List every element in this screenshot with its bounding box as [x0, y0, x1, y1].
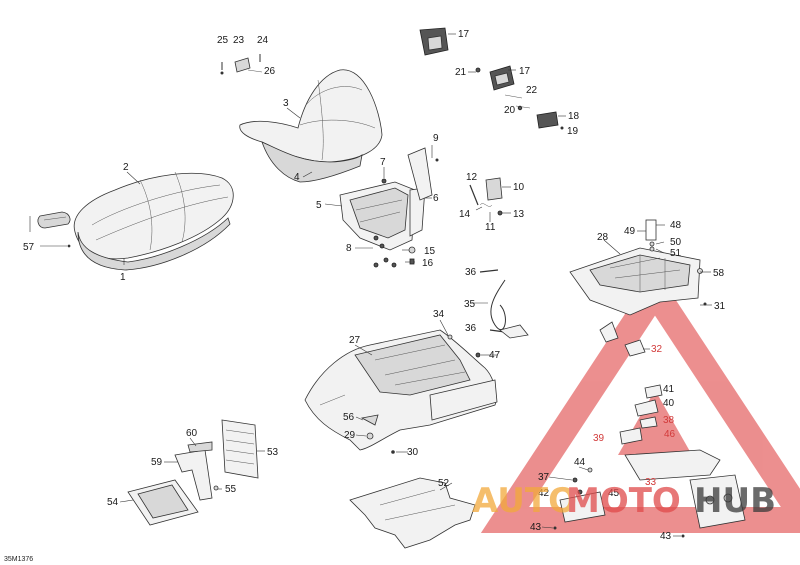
label-42: 42 [538, 488, 550, 499]
cable-35 [470, 269, 529, 358]
label-28: 28 [597, 232, 609, 243]
label-59: 59 [151, 457, 163, 468]
label-10: 10 [513, 182, 525, 193]
label-22: 22 [526, 85, 538, 96]
label-60: 60 [186, 428, 198, 439]
label-leaders [119, 224, 712, 537]
seat-latch [469, 177, 511, 222]
label-58: 58 [713, 268, 725, 279]
label-48: 48 [670, 220, 682, 231]
label-51: 51 [670, 248, 682, 259]
watermark-text: AUTO MOTO HUB [472, 481, 776, 521]
handle-17 [419, 27, 566, 130]
label-41: 41 [663, 384, 675, 395]
label-25: 25 [217, 35, 229, 46]
label-14: 14 [459, 209, 471, 220]
label-49: 49 [624, 226, 636, 237]
label-37: 37 [538, 472, 550, 483]
label-52: 52 [438, 478, 450, 489]
figure-id: 35M1376 [4, 556, 33, 563]
label-24: 24 [257, 35, 269, 46]
label-15: 15 [424, 246, 436, 257]
label-12: 12 [466, 172, 478, 183]
mat-52 [349, 477, 476, 549]
label-17b: 17 [519, 66, 531, 77]
watermark-word-hub: HUB [694, 481, 776, 521]
bracket-9 [407, 145, 439, 201]
label-56: 56 [343, 412, 355, 423]
label-36b: 36 [465, 323, 477, 334]
label-30: 30 [407, 447, 419, 458]
label-9: 9 [433, 133, 439, 144]
label-21: 21 [455, 67, 467, 78]
label-27: 27 [349, 335, 361, 346]
label-45: 45 [608, 488, 620, 499]
part-labels: 1 2 3 4 5 6 7 8 9 10 11 12 13 14 15 16 1… [23, 29, 726, 542]
frame-54 [127, 479, 199, 526]
label-33: 33 [645, 477, 657, 488]
label-55: 55 [225, 484, 237, 495]
label-13: 13 [513, 209, 525, 220]
label-11: 11 [485, 222, 496, 233]
label-7: 7 [380, 157, 386, 168]
seat-base-tub [339, 181, 426, 268]
small-bracket-23 [220, 54, 263, 75]
watermark-word-auto: AUTO [472, 481, 577, 521]
label-43a: 43 [530, 522, 542, 533]
label-46: 46 [664, 429, 676, 440]
label-2: 2 [123, 162, 129, 173]
label-16: 16 [422, 258, 434, 269]
label-1: 1 [120, 272, 126, 283]
label-35: 35 [464, 299, 476, 310]
label-31: 31 [714, 301, 726, 312]
label-29: 29 [344, 430, 356, 441]
label-36a: 36 [465, 267, 477, 278]
label-53: 53 [267, 447, 279, 458]
label-3: 3 [283, 98, 289, 109]
watermark-word-moto: MOTO [566, 481, 681, 521]
label-32: 32 [651, 344, 663, 355]
label-34: 34 [433, 309, 445, 320]
bracket-59 [174, 441, 219, 501]
label-4: 4 [294, 172, 300, 183]
label-18: 18 [568, 111, 580, 122]
label-47: 47 [489, 350, 501, 361]
seat-main [37, 171, 234, 271]
label-26: 26 [264, 66, 276, 77]
vent-53 [221, 419, 259, 479]
label-57: 57 [23, 242, 35, 253]
label-40: 40 [663, 398, 675, 409]
label-38: 38 [663, 415, 675, 426]
label-17a: 17 [458, 29, 470, 40]
label-8: 8 [346, 243, 352, 254]
label-20: 20 [504, 105, 516, 116]
seat-rear [239, 69, 383, 183]
latch-assembly [553, 321, 746, 538]
label-39: 39 [593, 433, 605, 444]
label-44: 44 [574, 457, 586, 468]
small-parts-29-30-56 [360, 414, 395, 454]
label-19: 19 [567, 126, 579, 137]
rear-tub-27 [304, 329, 498, 451]
label-6: 6 [433, 193, 439, 204]
label-50: 50 [670, 237, 682, 248]
label-5: 5 [316, 200, 322, 211]
rack-28 [569, 219, 707, 316]
label-43b: 43 [660, 531, 672, 542]
label-23: 23 [233, 35, 245, 46]
label-54: 54 [107, 497, 119, 508]
